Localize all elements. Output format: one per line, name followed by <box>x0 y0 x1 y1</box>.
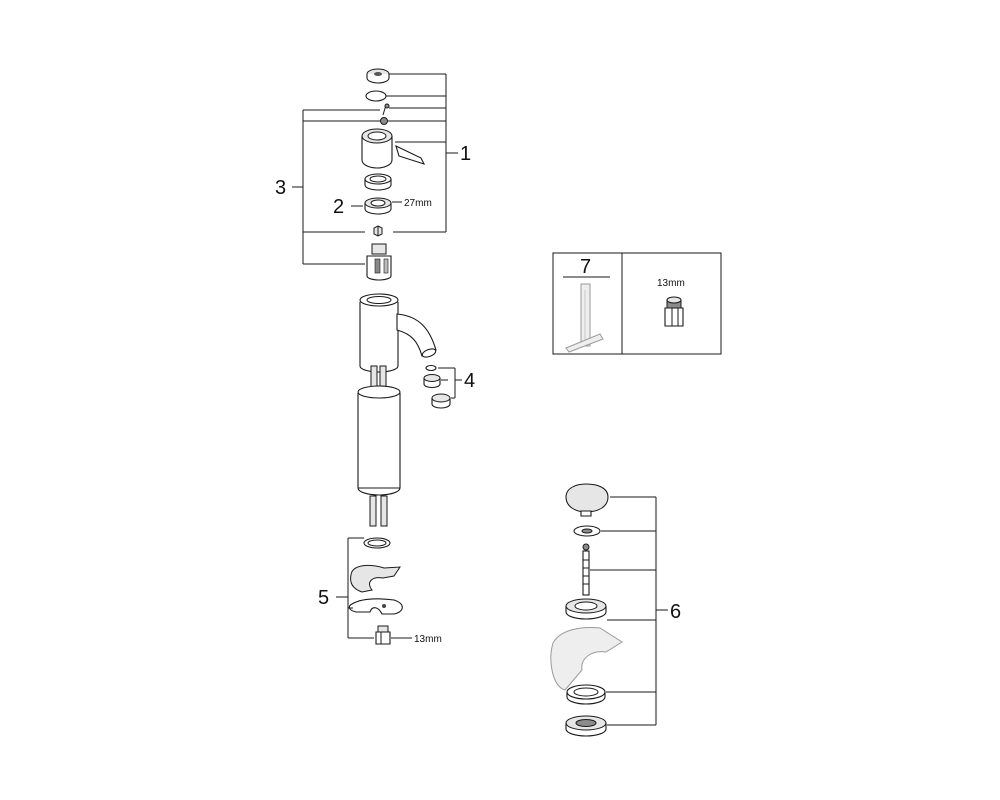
callout-4: 4 <box>464 370 475 392</box>
washer-part <box>380 117 388 125</box>
adaptor-part <box>373 225 383 237</box>
drain-assembly: 6 <box>550 483 681 737</box>
pop-up-cap <box>565 483 609 517</box>
handle-assembly: 1 3 2 27mm <box>275 68 471 281</box>
aerator-assembly: 4 <box>423 364 475 409</box>
wrench-size-label: 13mm <box>657 278 685 289</box>
screw-part <box>382 103 390 116</box>
leader-lines-3 <box>292 109 380 265</box>
cap-part <box>366 68 390 84</box>
hex-socket-part <box>664 296 684 327</box>
ring-part <box>364 173 392 191</box>
drain-gasket <box>566 684 606 705</box>
o-ring-part <box>365 90 387 102</box>
cartridge-part <box>366 243 392 281</box>
horseshoe-washer <box>350 564 401 593</box>
callout-6: 6 <box>670 601 681 623</box>
hose-lower <box>369 495 377 527</box>
callout-1: 1 <box>460 143 471 165</box>
mounting-plate <box>348 598 403 615</box>
threaded-rod <box>582 550 590 596</box>
faucet-body <box>357 293 437 527</box>
tool-box: 7 13mm <box>552 252 722 355</box>
callout-2: 2 <box>333 196 344 218</box>
nut-part <box>364 197 392 215</box>
nut-size-label: 27mm <box>404 198 432 209</box>
mounting-assembly: 5 13mm <box>318 537 442 645</box>
handle-part <box>361 128 426 169</box>
socket-wrench-tool <box>565 283 604 353</box>
basin-fragment <box>550 627 623 691</box>
drain-strainer <box>565 715 607 737</box>
stopper-seal <box>573 525 601 537</box>
leader-lines-1 <box>386 73 458 233</box>
callout-5: 5 <box>318 587 329 609</box>
leader-lines-6 <box>590 496 668 726</box>
callout-7: 7 <box>580 256 591 278</box>
mount-nut-size-label: 13mm <box>414 634 442 645</box>
callout-3: 3 <box>275 177 286 199</box>
mount-nut <box>375 625 391 645</box>
drain-flange <box>565 598 607 620</box>
